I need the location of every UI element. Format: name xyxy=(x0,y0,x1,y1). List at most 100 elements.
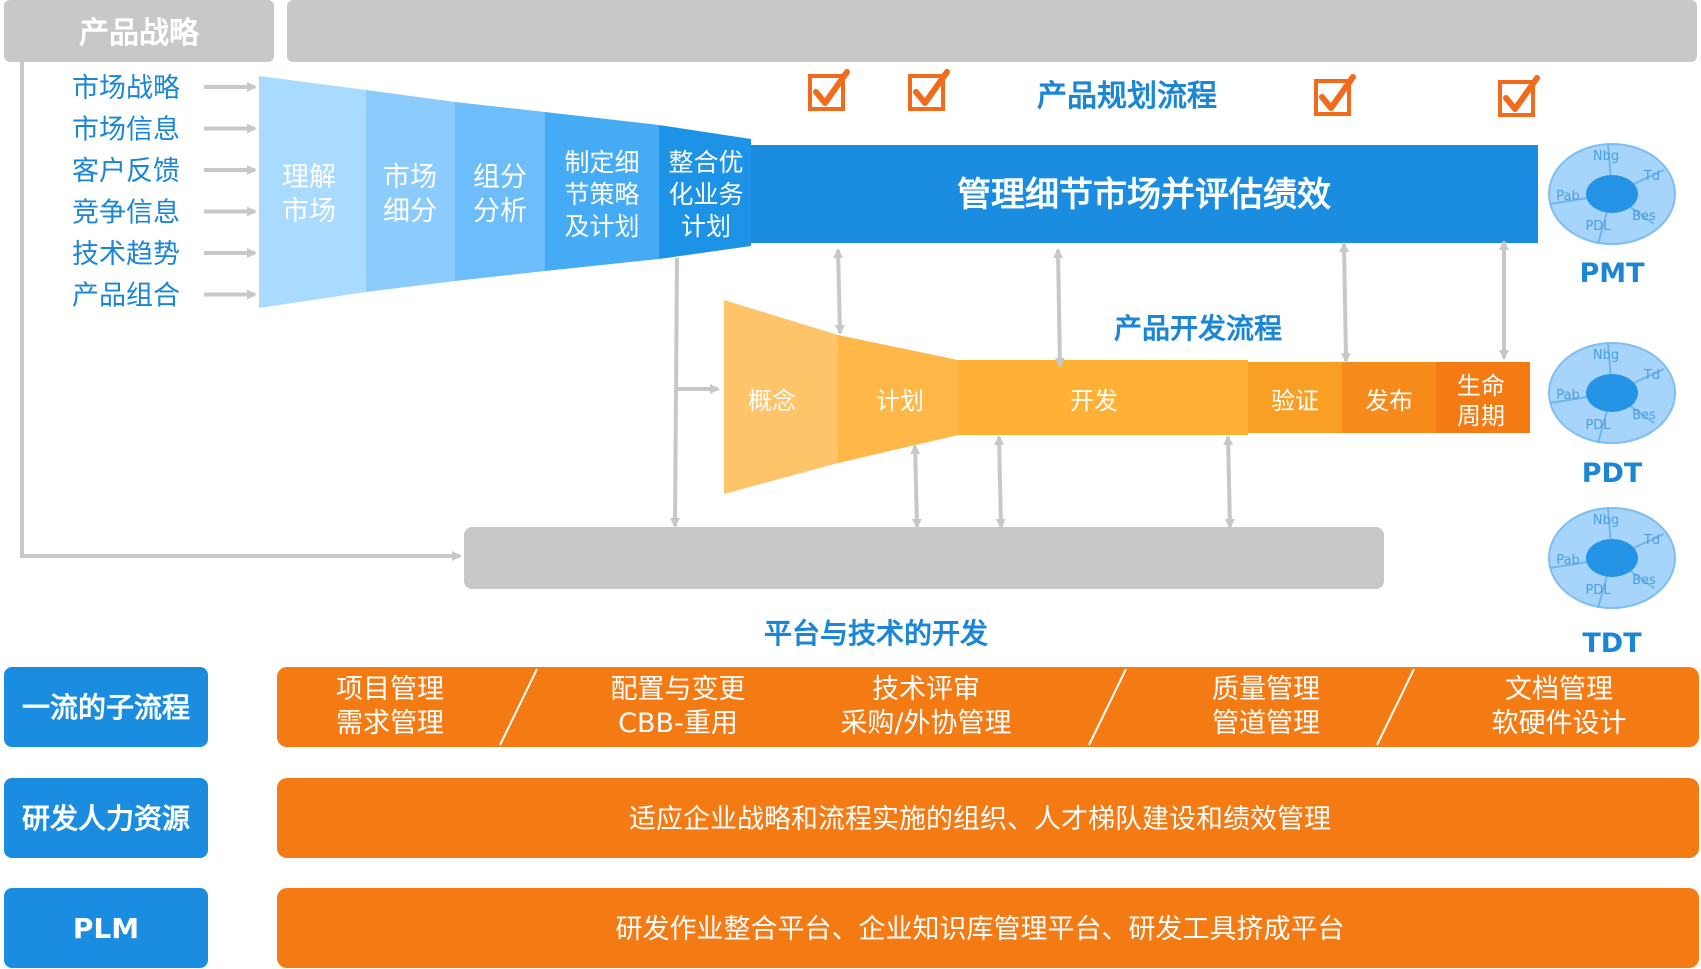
planning-main-bar xyxy=(751,145,1538,243)
planning-step-label: 计划 xyxy=(681,212,731,241)
team-role-label: Bes xyxy=(1632,209,1656,224)
dev-step-plan xyxy=(838,335,958,463)
subprocess-item: 文档管理 xyxy=(1505,674,1613,705)
capability-row-label-box xyxy=(4,888,208,968)
checkbox-checked-icon xyxy=(908,69,950,111)
input-item-label: 技术趋势 xyxy=(72,239,180,270)
dev-step-label: 周期 xyxy=(1457,402,1505,430)
subprocess-item: 配置与变更 xyxy=(611,674,746,705)
input-item-label: 市场战略 xyxy=(72,73,180,104)
planning-step-label: 整合优 xyxy=(668,148,743,177)
checkbox-checked-icon xyxy=(808,69,850,111)
team-role-label: Td xyxy=(1643,169,1660,184)
team-role-label: Bes xyxy=(1632,573,1656,588)
dev-step-lifecycle xyxy=(1436,362,1530,433)
team-name: TDT xyxy=(1582,628,1642,659)
team-role-label: Pab xyxy=(1556,553,1579,568)
planning-step-integrate-plan xyxy=(659,125,751,259)
input-item-label: 市场信息 xyxy=(72,115,180,146)
team-role-label: Bes xyxy=(1632,408,1656,423)
team-name: PMT xyxy=(1579,258,1645,289)
subprocess-item: 项目管理 xyxy=(336,674,444,705)
checkbox-checked-icon xyxy=(1498,75,1540,117)
dev-step-develop xyxy=(958,360,1248,435)
team-role-label: Td xyxy=(1643,533,1660,548)
planning-to-platform-arrow xyxy=(670,257,681,528)
team-role-label: Td xyxy=(1643,368,1660,383)
strategy-bar xyxy=(287,0,1697,62)
subprocess-item: CBB-重用 xyxy=(618,708,738,739)
planning-step-strategy-plan xyxy=(545,112,659,271)
checkbox-checked-icon xyxy=(1314,74,1356,116)
platform-bar xyxy=(464,527,1384,589)
double-headed-arrow xyxy=(910,444,922,529)
planning-title: 产品规划流程 xyxy=(1037,79,1217,114)
double-headed-arrow xyxy=(1053,248,1065,368)
team-role-label: Nbg xyxy=(1593,348,1619,363)
platform-title: 平台与技术的开发 xyxy=(764,617,988,650)
planning-step-label: 市场 xyxy=(383,162,437,193)
planning-step-understand-market xyxy=(259,76,366,308)
dev-step-label: 验证 xyxy=(1271,387,1319,415)
subprocess-item: 质量管理 xyxy=(1212,674,1320,705)
capability-row-label: 研发人力资源 xyxy=(22,802,190,835)
planning-step-label: 化业务 xyxy=(668,180,743,209)
cell-divider xyxy=(1376,668,1415,746)
team-role-label: Nbg xyxy=(1593,513,1619,528)
subprocess-item: 软硬件设计 xyxy=(1492,708,1627,739)
capability-row-text: 适应企业战略和流程实施的组织、人才梯队建设和绩效管理 xyxy=(629,804,1331,835)
double-headed-arrow xyxy=(833,248,845,335)
planning-step-label: 市场 xyxy=(282,196,336,227)
capability-row-bar xyxy=(277,667,1699,747)
dev-step-label: 概念 xyxy=(748,387,796,415)
planning-step-portfolio-analysis xyxy=(455,102,545,281)
subprocess-item: 管道管理 xyxy=(1212,708,1320,739)
team-role-label: Pab xyxy=(1556,189,1579,204)
dev-step-label: 生命 xyxy=(1457,372,1505,400)
team-role-label: PDL xyxy=(1585,583,1611,598)
cell-divider xyxy=(1088,668,1127,746)
planning-main-label: 管理细节市场并评估绩效 xyxy=(957,175,1331,215)
dev-title: 产品开发流程 xyxy=(1114,312,1282,345)
planning-step-label: 细分 xyxy=(383,196,437,227)
capability-row-label: 一流的子流程 xyxy=(22,691,190,724)
team-name: PDT xyxy=(1582,458,1643,489)
input-item-label: 客户反馈 xyxy=(72,156,180,187)
double-headed-arrow xyxy=(1223,435,1235,529)
capability-row-bar xyxy=(277,778,1699,858)
team-role-label: PDL xyxy=(1585,418,1611,433)
interaction-arrows xyxy=(833,240,1509,529)
planning-step-label: 及计划 xyxy=(564,212,639,241)
capability-row-label: PLM xyxy=(73,912,139,945)
planning-step-label: 理解 xyxy=(282,162,336,193)
subprocess-item: 需求管理 xyxy=(336,708,444,739)
dev-step-label: 开发 xyxy=(1070,387,1118,415)
capability-row-label-box xyxy=(4,778,208,858)
double-headed-arrow xyxy=(1339,242,1351,363)
planning-step-market-segmentation xyxy=(366,90,455,292)
capability-row-bar xyxy=(277,888,1699,968)
dev-step-label: 发布 xyxy=(1365,387,1413,415)
dev-step-verify xyxy=(1248,362,1342,433)
input-item-label: 产品组合 xyxy=(72,281,180,312)
team-role-label: Pab xyxy=(1556,388,1579,403)
subprocess-item: 采购/外协管理 xyxy=(840,708,1011,739)
planning-step-label: 组分 xyxy=(473,162,527,193)
planning-step-label: 分析 xyxy=(473,196,527,227)
strategy-to-platform-connector xyxy=(20,62,462,561)
capability-row-text: 研发作业整合平台、企业知识库管理平台、研发工具挤成平台 xyxy=(616,914,1345,945)
strategy-label-box xyxy=(4,0,274,62)
input-item-label: 竞争信息 xyxy=(72,198,180,229)
dev-step-label: 计划 xyxy=(876,387,924,415)
team-role-label: Nbg xyxy=(1593,149,1619,164)
planning-step-label: 制定细 xyxy=(564,148,639,177)
strategy-title: 产品战略 xyxy=(79,16,200,51)
planning-step-label: 节策略 xyxy=(564,180,639,209)
